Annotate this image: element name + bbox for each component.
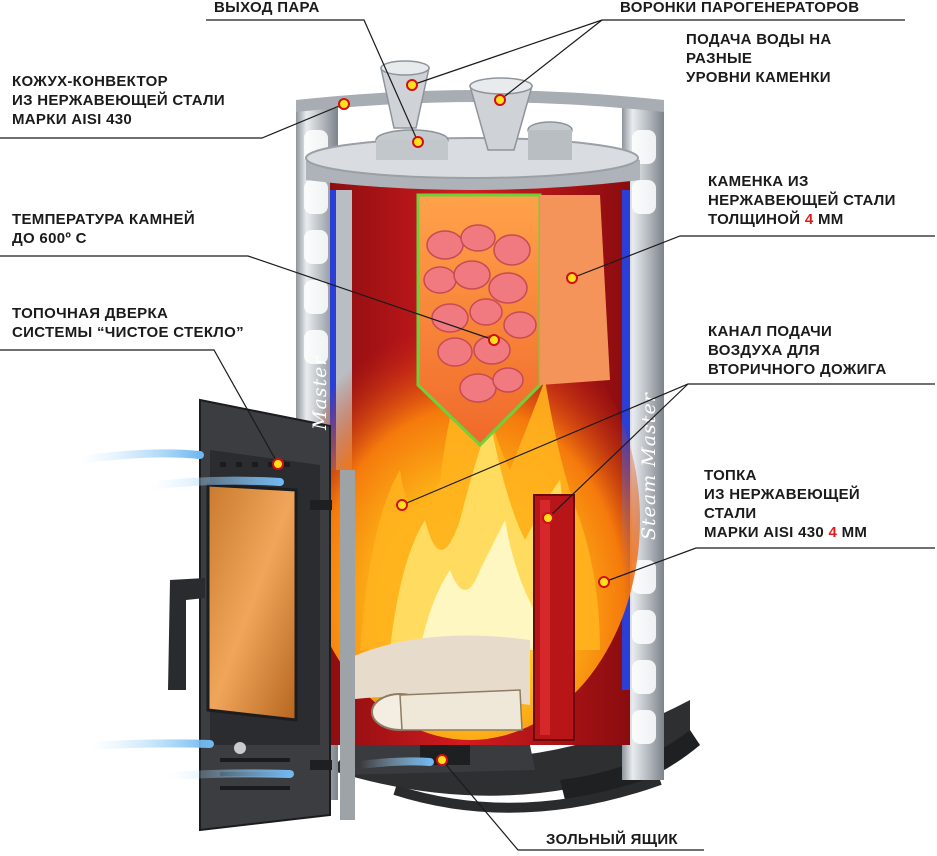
label-steam-funnels: ВОРОНКИ ПАРОГЕНЕРАТОРОВ bbox=[620, 0, 860, 16]
steam-funnel-left bbox=[380, 60, 430, 129]
label-firebox: ТОПКА ИЗ НЕРЖАВЕЮЩЕЙ СТАЛИ МАРКИ AISI 43… bbox=[704, 467, 868, 541]
label-stone-temperature: ТЕМПЕРАТУРА КАМНЕЙ ДО 600º С bbox=[12, 211, 195, 247]
firewood bbox=[345, 635, 530, 731]
label-ash-box: ЗОЛЬНЫЙ ЯЩИК bbox=[546, 831, 678, 848]
firebox-door bbox=[168, 398, 355, 832]
brand-text-right: Steam Master bbox=[638, 391, 660, 540]
air-flow-arrows bbox=[76, 256, 559, 780]
steam-funnel-right bbox=[469, 77, 533, 151]
label-heater: КАМЕНКА ИЗ НЕРЖАВЕЮЩЕЙ СТАЛИ ТОЛЩИНОЙ 4 … bbox=[708, 173, 896, 228]
callout-markers bbox=[272, 79, 610, 766]
label-water-supply: ПОДАЧА ВОДЫ НА РАЗНЫЕ УРОВНИ КАМЕНКИ bbox=[686, 31, 832, 86]
top-lid bbox=[305, 121, 640, 190]
leader-lines bbox=[0, 19, 935, 851]
heater-compartment bbox=[416, 193, 610, 448]
brand-text-left: Master bbox=[309, 355, 331, 431]
label-firebox-door: ТОПОЧНАЯ ДВЕРКА СИСТЕМЫ “ЧИСТОЕ СТЕКЛО” bbox=[12, 305, 244, 341]
label-steam-outlet: ВЫХОД ПАРА bbox=[214, 0, 320, 16]
label-air-channel: КАНАЛ ПОДАЧИ ВОЗДУХА ДЛЯ ВТОРИЧНОГО ДОЖИ… bbox=[708, 323, 887, 378]
label-casing: КОЖУХ-КОНВЕКТОР ИЗ НЕРЖАВЕЮЩЕЙ СТАЛИ МАР… bbox=[12, 73, 225, 128]
